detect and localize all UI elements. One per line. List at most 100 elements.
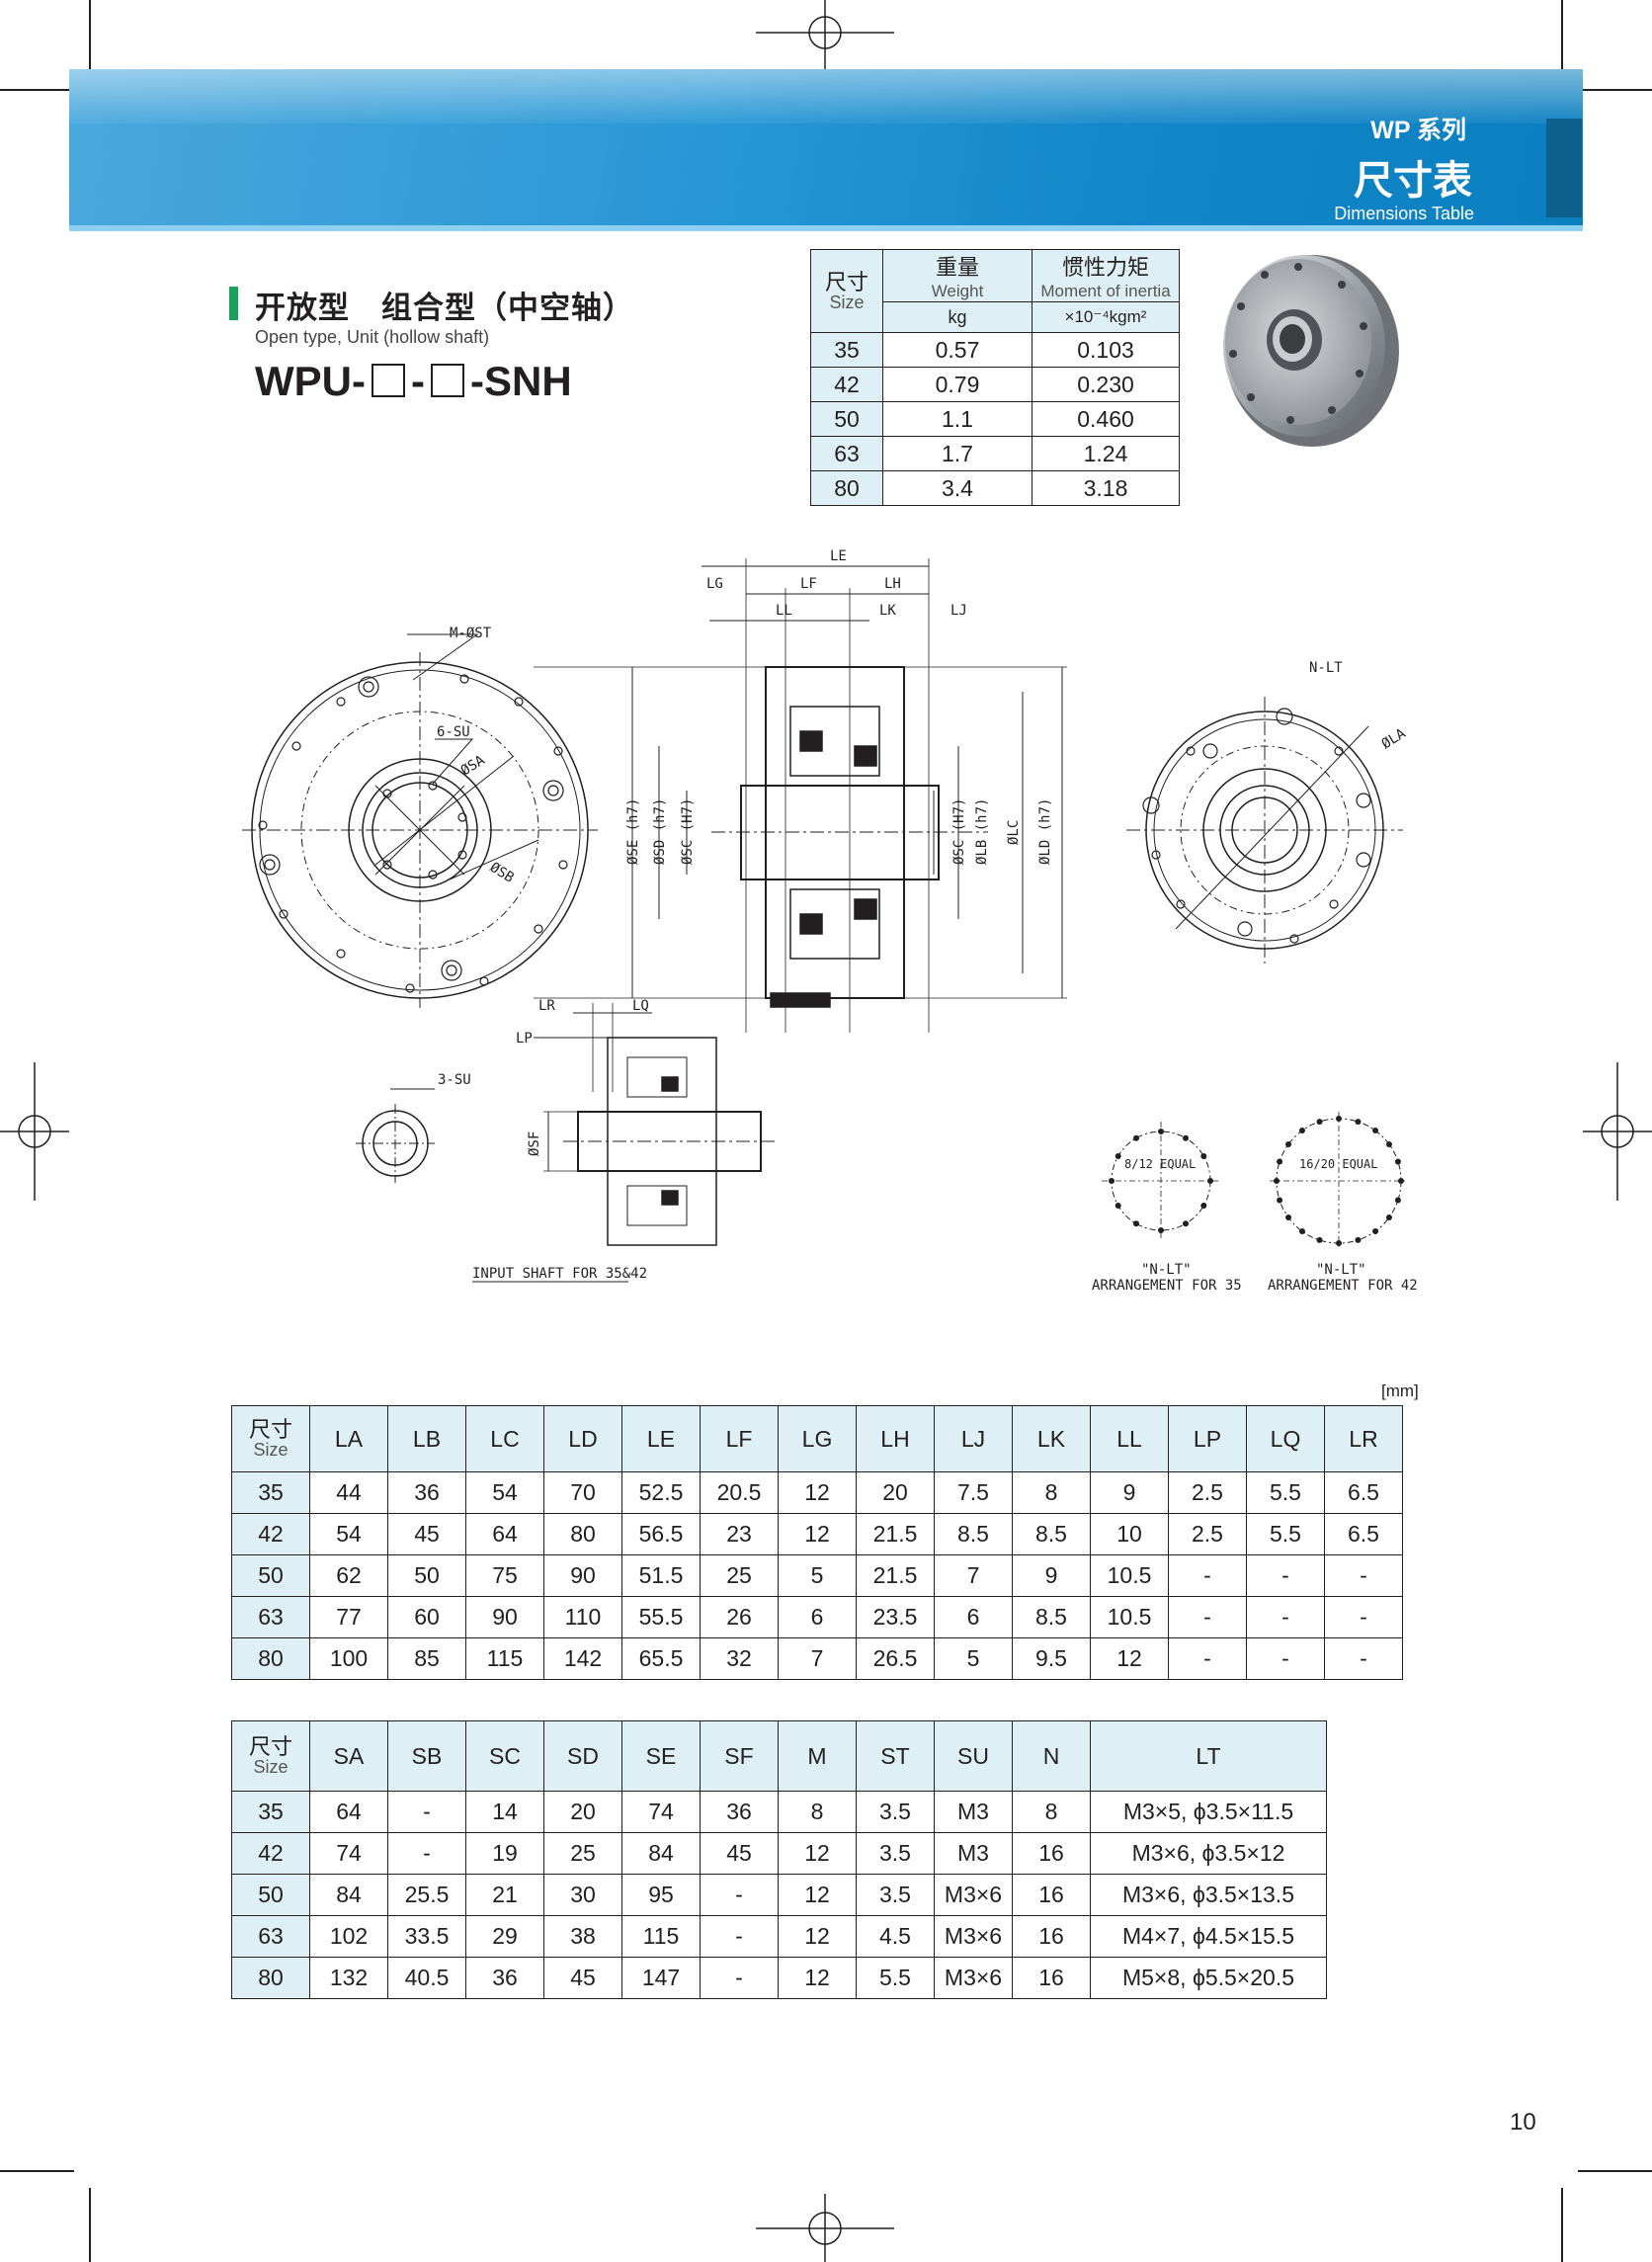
column-header: LP (1168, 1405, 1247, 1472)
value-cell: 9 (1012, 1554, 1091, 1597)
inertia-cell: 3.18 (1032, 470, 1180, 506)
value-cell: 84 (621, 1832, 701, 1875)
value-cell: 33.5 (387, 1915, 466, 1958)
value-cell: 16 (1012, 1832, 1091, 1875)
value-cell: 32 (700, 1637, 779, 1680)
registration-mark (756, 2194, 894, 2262)
bolt-hole-dot (1200, 1203, 1207, 1209)
column-header: SF (700, 1720, 779, 1792)
value-cell: 50 (387, 1554, 466, 1597)
bolt-hole-dot (1316, 1119, 1323, 1126)
size-cell: 80 (810, 470, 883, 506)
value-cell: 14 (465, 1791, 544, 1833)
bolt-hole-dot (1133, 1134, 1139, 1141)
bolt-hole-dot (1277, 1158, 1283, 1165)
bolt-hole-dot (1109, 1178, 1115, 1184)
inertia-unit: ×10⁻⁴kgm² (1032, 301, 1180, 333)
label-ld: ØLD (h7) (1037, 798, 1053, 865)
bolt-hole-dot (1158, 1227, 1164, 1233)
value-cell: 12 (778, 1874, 857, 1916)
value-cell: 51.5 (621, 1554, 701, 1597)
weight-cell: 3.4 (882, 470, 1032, 506)
weight-cell: 1.1 (882, 401, 1032, 437)
label-le: LE (830, 548, 847, 564)
value-cell: 100 (309, 1637, 388, 1680)
value-cell: 45 (387, 1513, 466, 1555)
label-6-su: 6-SU (437, 724, 470, 740)
value-cell: 6 (934, 1596, 1013, 1638)
column-header: LJ (934, 1405, 1013, 1472)
value-cell: - (700, 1957, 779, 1999)
value-cell: 19 (465, 1832, 544, 1875)
value-cell: - (1324, 1554, 1403, 1597)
column-header: LD (543, 1405, 622, 1472)
value-cell: 20 (543, 1791, 622, 1833)
crop-mark (1578, 89, 1652, 91)
value-cell: 74 (621, 1791, 701, 1833)
value-cell: 23 (700, 1513, 779, 1555)
bolt-hole-dot (1298, 1128, 1305, 1134)
value-cell: 8.5 (934, 1513, 1013, 1555)
registration-mark (0, 1062, 69, 1201)
value-cell: - (700, 1874, 779, 1916)
value-cell: 54 (465, 1471, 544, 1514)
column-header: LQ (1246, 1405, 1325, 1472)
column-header: SE (621, 1720, 701, 1792)
label-lj: LJ (950, 603, 967, 619)
value-cell: 65.5 (621, 1637, 701, 1680)
value-cell: 40.5 (387, 1957, 466, 1999)
value-cell: 10.5 (1090, 1596, 1169, 1638)
value-cell: - (700, 1915, 779, 1958)
value-cell: 7 (934, 1554, 1013, 1597)
bolt-hole-dot (1207, 1178, 1213, 1184)
value-cell: 20.5 (700, 1471, 779, 1514)
column-header: SU (934, 1720, 1013, 1792)
column-header: LF (700, 1405, 779, 1472)
page-subtitle: Dimensions Table (1334, 204, 1474, 223)
column-header: LH (856, 1405, 935, 1472)
label-lb: ØLB (h7) (974, 798, 990, 865)
value-cell: 115 (621, 1915, 701, 1958)
value-cell: 45 (700, 1832, 779, 1875)
bolt-hole-dot (1336, 1116, 1342, 1122)
section-title: 开放型 组合型（中空轴） (255, 291, 634, 325)
size-cell: 50 (231, 1554, 310, 1597)
bolt-hole-dot (1183, 1220, 1189, 1227)
value-cell: 8 (778, 1791, 857, 1833)
value-cell: 30 (543, 1874, 622, 1916)
value-cell: 16 (1012, 1874, 1091, 1916)
value-cell: 6.5 (1324, 1513, 1403, 1555)
crop-mark (0, 89, 74, 91)
value-cell: 10.5 (1090, 1554, 1169, 1597)
column-header: LK (1012, 1405, 1091, 1472)
value-cell: 12 (778, 1471, 857, 1514)
product-photo (1223, 255, 1399, 447)
input-shaft-view (534, 1003, 776, 1246)
series-label: WP 系列 (1370, 117, 1466, 144)
value-cell: 44 (309, 1471, 388, 1514)
value-cell: 8.5 (1012, 1513, 1091, 1555)
front-view-left (242, 633, 598, 1008)
label-lr: LR (538, 998, 555, 1014)
weight-cell: 0.79 (882, 367, 1032, 402)
label-lf: LF (800, 576, 817, 592)
value-cell: 62 (309, 1554, 388, 1597)
value-cell: 12 (1090, 1637, 1169, 1680)
bolt-hole-dot (1274, 1178, 1280, 1184)
weight-cell: 1.7 (882, 436, 1032, 471)
value-cell: 5.5 (856, 1957, 935, 1999)
label-sd: ØSD (h7) (652, 798, 668, 865)
caption-input-shaft: INPUT SHAFT FOR 35&42 (472, 1266, 647, 1282)
bolt-hole-dot (1285, 1215, 1292, 1221)
